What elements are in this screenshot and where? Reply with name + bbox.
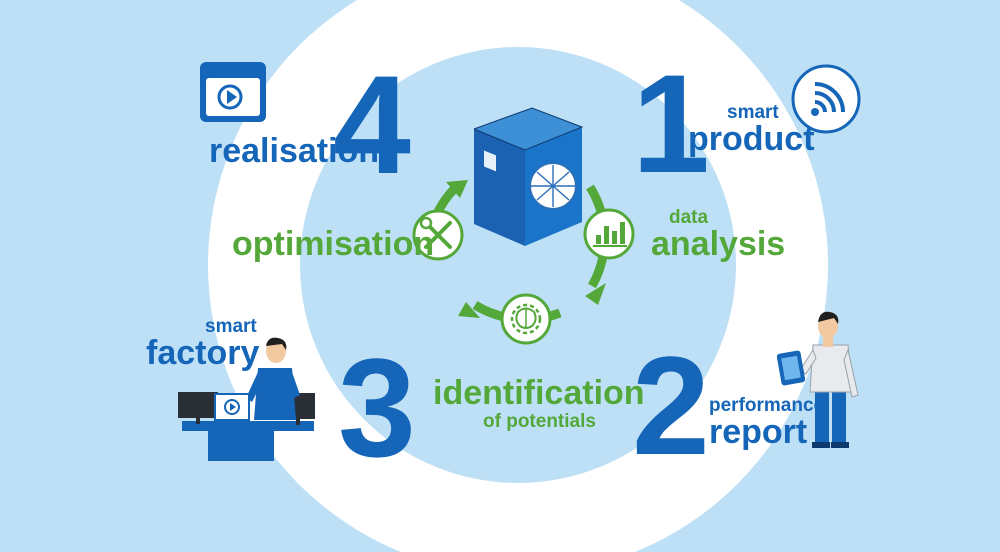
step-2-number: 2	[632, 327, 710, 484]
step-4-number: 4	[333, 46, 411, 203]
analysis-sublabel: data	[669, 207, 709, 228]
arrowhead-bottom	[458, 302, 480, 318]
arrowheads	[446, 180, 606, 318]
identification-sublabel: of potentials	[483, 411, 596, 432]
arrowhead-left	[446, 180, 468, 198]
wifi-signal-icon	[791, 64, 861, 134]
step-4-label: realisation	[209, 132, 380, 170]
step-1-number: 1	[632, 45, 710, 202]
wrench-screwdriver-icon	[412, 209, 464, 261]
step-2-label: report	[709, 413, 808, 451]
bar-chart-icon	[583, 208, 635, 260]
compressor-unit-icon	[473, 107, 584, 246]
optimisation-label: optimisation	[232, 225, 435, 263]
person-with-tablet	[776, 311, 859, 448]
inner-blue-circle	[300, 47, 736, 483]
step-1-sublabel: smart	[727, 102, 779, 123]
brain-gear-icon	[500, 293, 552, 345]
play-window-icon	[200, 62, 266, 122]
arrowhead-right	[585, 283, 606, 305]
step-3-label: factory	[146, 334, 260, 372]
step-3-number: 3	[338, 329, 416, 486]
step-2-sublabel: performance	[709, 395, 825, 416]
step-3-sublabel: smart	[205, 316, 257, 337]
step-1-label: product	[688, 120, 815, 158]
identification-label: identification	[433, 374, 645, 412]
analysis-label: analysis	[651, 225, 786, 263]
operator-at-workstation	[178, 337, 315, 461]
